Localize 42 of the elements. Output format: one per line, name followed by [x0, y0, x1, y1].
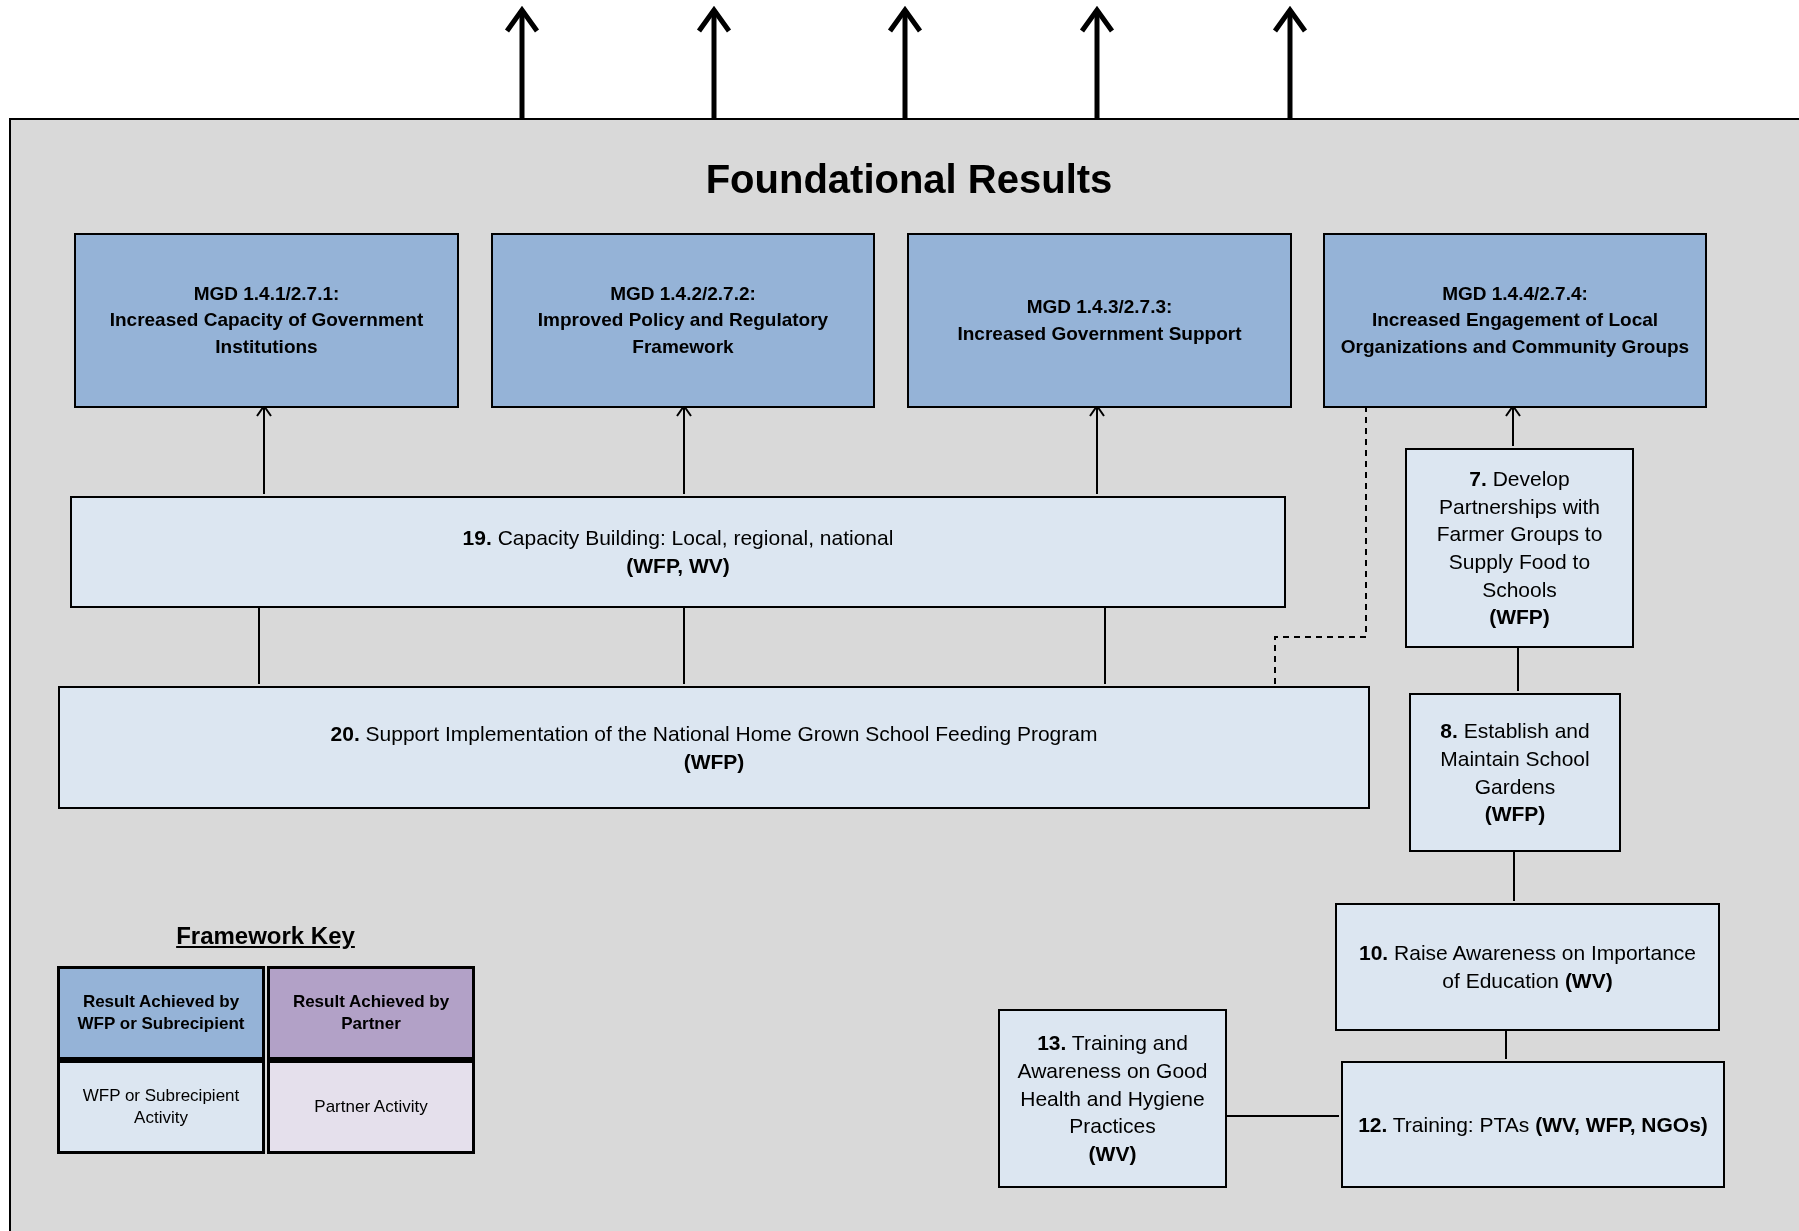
result-code: MGD 1.4.1/2.7.1: — [193, 281, 340, 306]
partner-text: (WFP) — [1484, 801, 1546, 828]
partner-text: (WV) — [1088, 1141, 1137, 1168]
arrow — [1272, 7, 1308, 118]
result-text: Improved Policy and Regulatory Framework — [536, 308, 830, 359]
result-box — [907, 233, 1292, 408]
arrow — [1079, 7, 1115, 118]
activity-text: 19. Capacity Building: Local, regional, national — [462, 525, 894, 552]
legend-text: Result Achieved by Partner — [291, 990, 451, 1035]
activity-text: 8. Establish and Maintain School Gardens — [1439, 718, 1591, 800]
result-code: MGD 1.4.2/2.7.2: — [610, 281, 756, 306]
result-box — [74, 233, 459, 408]
legend-text: WFP or Subrecipient Activity — [81, 1084, 241, 1129]
activity-text: 7. Develop Partnerships with Farmer Groups to Supply Food to Schools — [1435, 465, 1604, 603]
activity-box — [58, 686, 1370, 809]
panel-title: Foundational Results — [704, 156, 1114, 203]
activity-box — [998, 1009, 1227, 1188]
partner-text: (WFP) — [683, 748, 745, 775]
partner-text: (WFP, WV) — [626, 553, 730, 579]
legend-text: Partner Activity — [314, 1095, 428, 1118]
legend-text: Result Achieved by WFP or Subrecipient — [76, 990, 246, 1035]
result-text: Increased Capacity of Government Institutions — [108, 308, 425, 359]
partner-text: (WFP) — [1489, 604, 1550, 631]
activity-text: 10. Raise Awareness on Importance of Education (WV) — [1358, 940, 1697, 994]
activity-text: 13. Training and Awareness on Good Health and Hygiene Practices — [1016, 1030, 1209, 1140]
result-code: MGD 1.4.4/2.7.4: — [1442, 281, 1588, 306]
activity-box — [70, 496, 1286, 608]
key-heading: Framework Key — [175, 921, 356, 951]
activity-text: 12. Training: PTAs (WV, WFP, NGOs) — [1358, 1111, 1708, 1138]
activity-box — [1341, 1061, 1725, 1188]
arrow — [696, 7, 732, 118]
result-text: Increased Government Support — [957, 321, 1242, 346]
activity-box — [1405, 448, 1634, 648]
result-code: MGD 1.4.3/2.7.3: — [1026, 294, 1173, 319]
result-box — [1323, 233, 1707, 408]
arrow — [504, 7, 540, 118]
arrow — [887, 7, 923, 118]
activity-text: 20. Support Implementation of the National Home Grown School Feeding Program — [330, 720, 1098, 747]
result-text: Increased Engagement of Local Organizations and Community Groups — [1339, 308, 1691, 359]
activity-box — [1409, 693, 1621, 852]
result-box — [491, 233, 875, 408]
activity-box — [1335, 903, 1720, 1031]
